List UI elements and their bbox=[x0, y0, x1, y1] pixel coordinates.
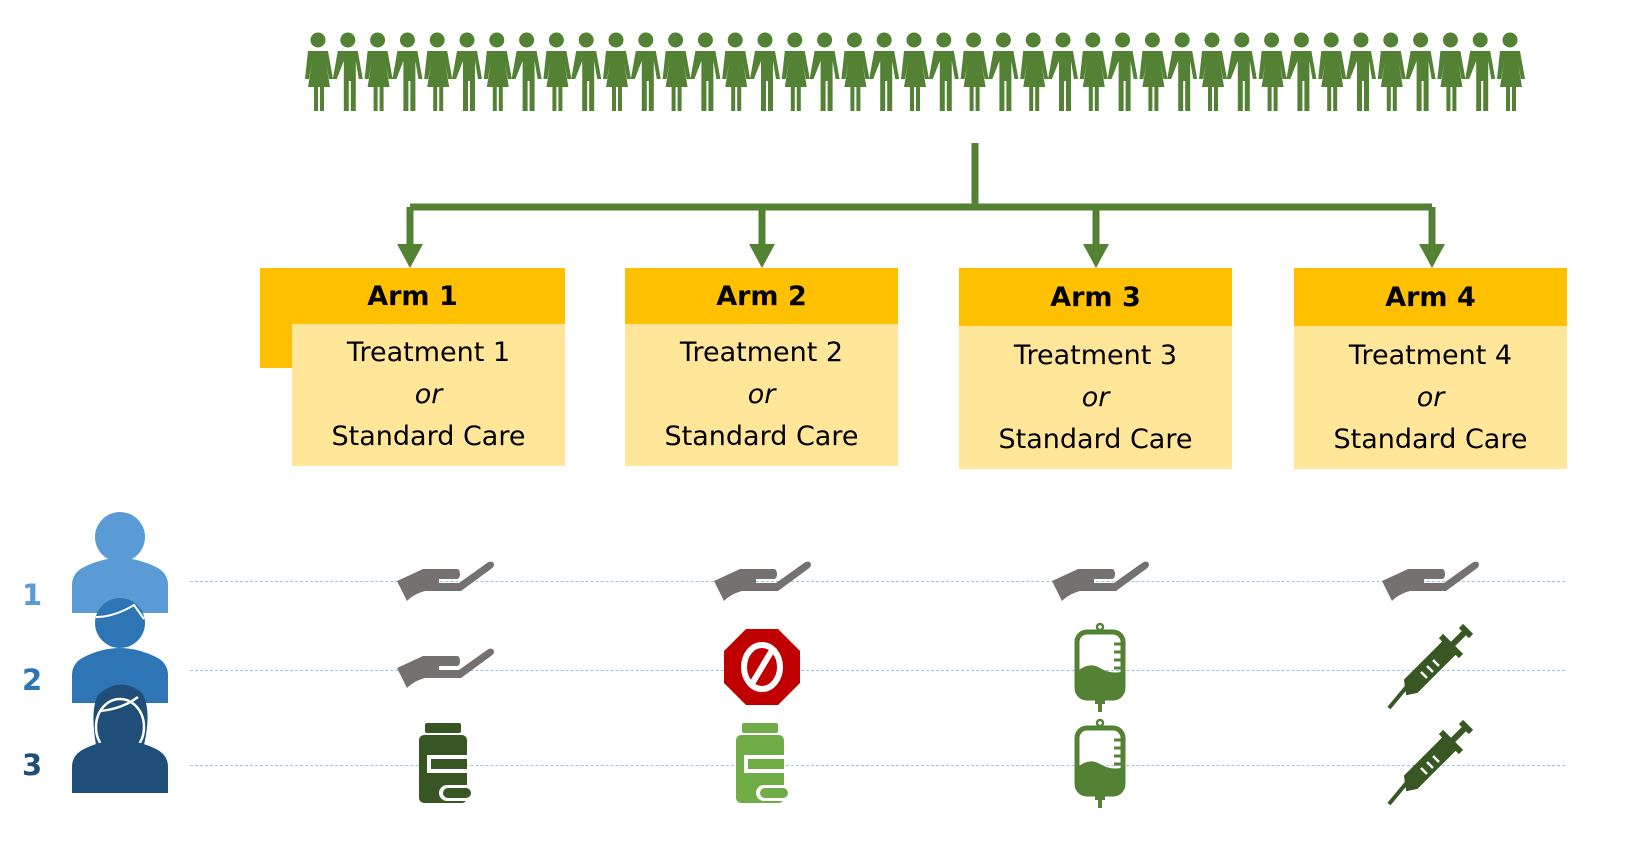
arm1-standard: Standard Care bbox=[331, 421, 526, 452]
man-figure-icon bbox=[928, 32, 959, 111]
man-figure-icon bbox=[630, 32, 661, 111]
hand-icon bbox=[1382, 561, 1479, 601]
woman-figure-icon bbox=[901, 32, 929, 111]
arm4-or: or bbox=[1416, 381, 1445, 413]
iv-bag-icon bbox=[1070, 622, 1130, 712]
man-figure-icon bbox=[452, 32, 482, 111]
woman-figure-icon bbox=[1079, 32, 1108, 111]
population-people bbox=[305, 32, 1525, 111]
woman-figure-icon bbox=[1497, 32, 1525, 111]
man-figure-icon bbox=[511, 32, 542, 111]
woman-figure-icon bbox=[603, 32, 631, 111]
man-figure-icon bbox=[690, 32, 721, 111]
arm2-standard: Standard Care bbox=[664, 421, 859, 452]
hand-icon bbox=[714, 561, 811, 601]
woman-figure-icon bbox=[1318, 32, 1347, 111]
pill-bottle-dark-icon bbox=[419, 723, 475, 803]
arm2-body: Treatment 2 or Standard Care bbox=[625, 324, 898, 466]
arm1-or: or bbox=[414, 379, 443, 410]
arm4-treatment: Treatment 4 bbox=[1348, 339, 1513, 371]
man-figure-icon bbox=[1048, 32, 1078, 111]
row2-divider bbox=[190, 670, 1565, 671]
arm1-header-tab bbox=[260, 323, 292, 368]
woman-figure-icon bbox=[722, 32, 751, 111]
man-figure-icon bbox=[392, 32, 423, 111]
man-figure-icon bbox=[988, 32, 1019, 111]
woman-figure-icon bbox=[662, 32, 691, 111]
woman-figure-icon bbox=[781, 32, 810, 111]
iv-bag-icon bbox=[1070, 718, 1130, 808]
man-figure-icon bbox=[869, 32, 900, 111]
arm1-header: Arm 1 bbox=[260, 268, 565, 324]
woman-figure-icon bbox=[1199, 32, 1227, 111]
arm2-treatment: Treatment 2 bbox=[679, 337, 844, 368]
arm4-header: Arm 4 bbox=[1294, 268, 1567, 326]
woman-figure-icon bbox=[841, 32, 870, 111]
woman-figure-icon bbox=[424, 32, 453, 111]
arm1-body: Treatment 1 or Standard Care bbox=[292, 324, 565, 466]
arm2-or: or bbox=[747, 379, 776, 410]
woman-figure-icon bbox=[960, 32, 989, 111]
participant-3-label: 3 bbox=[22, 748, 43, 782]
man-figure-icon bbox=[1405, 32, 1436, 111]
woman-figure-icon bbox=[1020, 32, 1049, 111]
row3-divider bbox=[190, 765, 1565, 766]
woman-figure-icon bbox=[543, 32, 572, 111]
person-icon bbox=[72, 512, 168, 613]
man-figure-icon bbox=[571, 32, 602, 111]
woman-figure-icon bbox=[1139, 32, 1168, 111]
man-figure-icon bbox=[1107, 32, 1138, 111]
arm3-header: Arm 3 bbox=[959, 268, 1232, 326]
syringe-icon bbox=[1385, 622, 1475, 712]
syringe-icon bbox=[1385, 718, 1475, 808]
woman-figure-icon bbox=[483, 32, 512, 111]
woman-figure-icon bbox=[305, 32, 333, 111]
woman-figure-icon bbox=[1437, 32, 1466, 111]
woman-figure-icon bbox=[364, 32, 393, 111]
woman-figure-icon bbox=[1377, 32, 1406, 111]
hand-icon bbox=[397, 648, 494, 688]
arm1-treatment: Treatment 1 bbox=[346, 337, 511, 368]
hand-icon bbox=[397, 561, 494, 601]
row1-divider bbox=[190, 581, 1565, 582]
woman-icon bbox=[72, 684, 168, 793]
man-figure-icon bbox=[750, 32, 780, 111]
participant-avatars bbox=[72, 512, 168, 793]
arm2-header: Arm 2 bbox=[625, 268, 898, 324]
no-entry-icon bbox=[722, 627, 802, 707]
man-figure-icon bbox=[809, 32, 840, 111]
arm4-standard: Standard Care bbox=[1333, 423, 1528, 455]
participant-2-label: 2 bbox=[22, 663, 43, 697]
arm4-body: Treatment 4 or Standard Care bbox=[1294, 326, 1567, 469]
man-figure-icon bbox=[1465, 32, 1496, 111]
arm3-or: or bbox=[1081, 381, 1110, 413]
arm3-treatment: Treatment 3 bbox=[1013, 339, 1178, 371]
arm3-standard: Standard Care bbox=[998, 423, 1193, 455]
man-icon bbox=[72, 598, 168, 703]
man-figure-icon bbox=[1346, 32, 1376, 111]
arm3-body: Treatment 3 or Standard Care bbox=[959, 326, 1232, 469]
pill-bottle-light-icon bbox=[736, 723, 792, 803]
woman-figure-icon bbox=[1258, 32, 1287, 111]
participant-1-label: 1 bbox=[22, 578, 43, 612]
man-figure-icon bbox=[332, 32, 363, 111]
man-figure-icon bbox=[1167, 32, 1198, 111]
man-figure-icon bbox=[1226, 32, 1257, 111]
hand-icon bbox=[1052, 561, 1149, 601]
man-figure-icon bbox=[1286, 32, 1317, 111]
